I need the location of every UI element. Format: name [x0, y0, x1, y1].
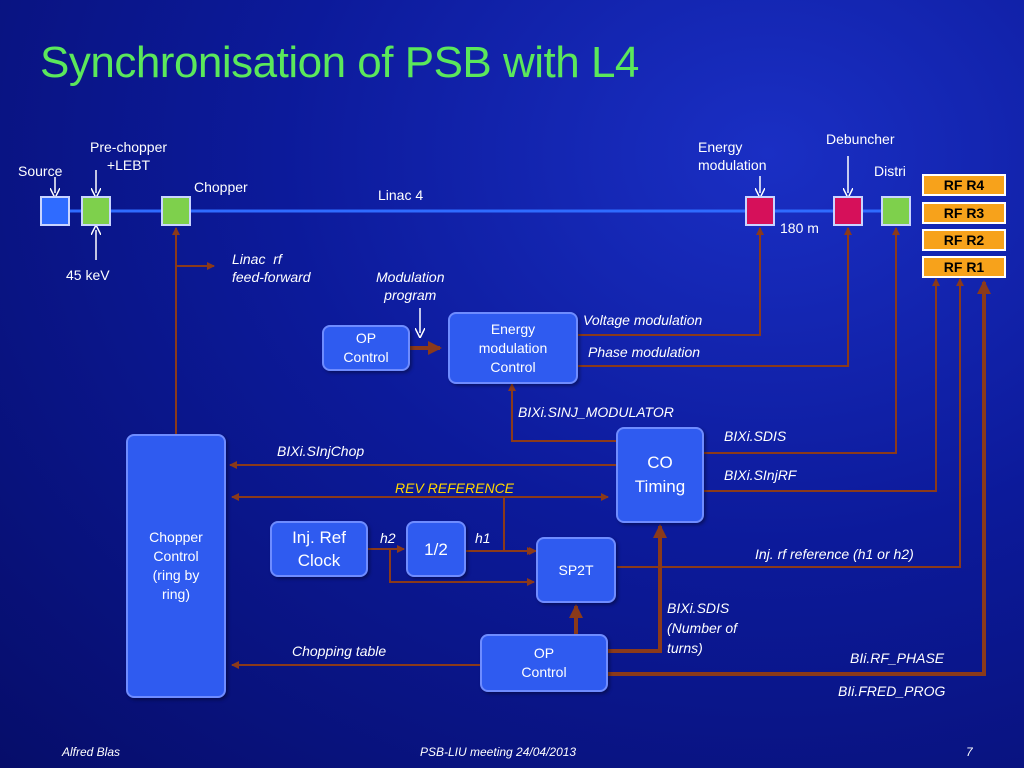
op-control-bottom: OP Control: [480, 634, 608, 692]
inj-ref-clock: Inj. Ref Clock: [270, 521, 368, 577]
energy-modulation-label: Energy modulation: [698, 139, 767, 173]
modulation-program-label: Modulation program: [376, 269, 445, 303]
footer-meeting: PSB-LIU meeting 24/04/2013: [420, 745, 577, 759]
chopper-control: Chopper Control (ring by ring): [126, 434, 226, 698]
voltage-modulation-line: [578, 227, 764, 336]
sinj-modulator-label: BIXi.SINJ_MODULATOR: [518, 404, 674, 420]
phase-modulation-label: Phase modulation: [588, 344, 701, 360]
rf-ring-r4: RF R4: [922, 174, 1006, 196]
rf-phase-line: [608, 280, 991, 676]
chopper-label: Chopper: [194, 179, 248, 195]
source-label: Source: [18, 163, 63, 179]
rf-ring-r2: RF R2: [922, 229, 1006, 251]
distance-label: 180 m: [780, 220, 819, 236]
sinjchop-label: BIXi.SInjChop: [277, 443, 365, 459]
sdis-label: BIXi.SDIS: [724, 428, 787, 444]
energy-modulation-block: [745, 196, 775, 226]
h2-label: h2: [380, 530, 396, 546]
footer-page-number: 7: [966, 745, 973, 759]
prechopper-block: [81, 196, 111, 226]
debuncher-block: [833, 196, 863, 226]
rev-reference-label: REV REFERENCE: [395, 480, 515, 496]
rf-ring-r3: RF R3: [922, 202, 1006, 224]
distri-block: [881, 196, 911, 226]
op-control-top: OP Control: [322, 325, 410, 371]
prechopper-label: Pre-chopper +LEBT: [90, 139, 168, 173]
fred-prog-label: BIi.FRED_PROG: [838, 683, 946, 699]
co-timing: CO Timing: [616, 427, 704, 523]
sdis-turns-line: [608, 524, 667, 653]
sdis-turns-label: BIXi.SDIS (Number of turns): [667, 600, 738, 656]
divider-box: 1/2: [406, 521, 466, 577]
sinj-modulator-line: [508, 383, 618, 442]
sdis-line: [704, 227, 900, 454]
rev-to-sp2t: [503, 497, 537, 555]
h1-label: h1: [475, 530, 491, 546]
energy-modulation-control: Energy modulation Control: [448, 312, 578, 384]
chopping-table-label: Chopping table: [292, 643, 387, 659]
source-block: [40, 196, 70, 226]
inj-rf-reference-label: Inj. rf reference (h1 or h2): [755, 546, 914, 562]
footer-author: Alfred Blas: [62, 745, 121, 759]
inj-rf-reference-line: [617, 278, 964, 568]
linac-rf-feedforward-label: Linac rf feed-forward: [232, 251, 311, 285]
rf-ring-r1: RF R1: [922, 256, 1006, 278]
h2-to-sp2t: [389, 549, 535, 586]
sinjrf-label: BIXi.SInjRF: [724, 467, 797, 483]
linac-label: Linac 4: [378, 187, 424, 203]
debuncher-label: Debuncher: [826, 131, 895, 147]
phase-modulation-line: [578, 227, 852, 367]
voltage-modulation-label: Voltage modulation: [583, 312, 703, 328]
energy-kev-label: 45 keV: [66, 267, 110, 283]
sp2t-box: SP2T: [536, 537, 616, 603]
slide-title: Synchronisation of PSB with L4: [40, 38, 639, 87]
chopper-block: [161, 196, 191, 226]
sinjrf-line: [704, 278, 940, 492]
distri-label: Distri: [874, 163, 906, 179]
rf-phase-label: BIi.RF_PHASE: [850, 650, 945, 666]
